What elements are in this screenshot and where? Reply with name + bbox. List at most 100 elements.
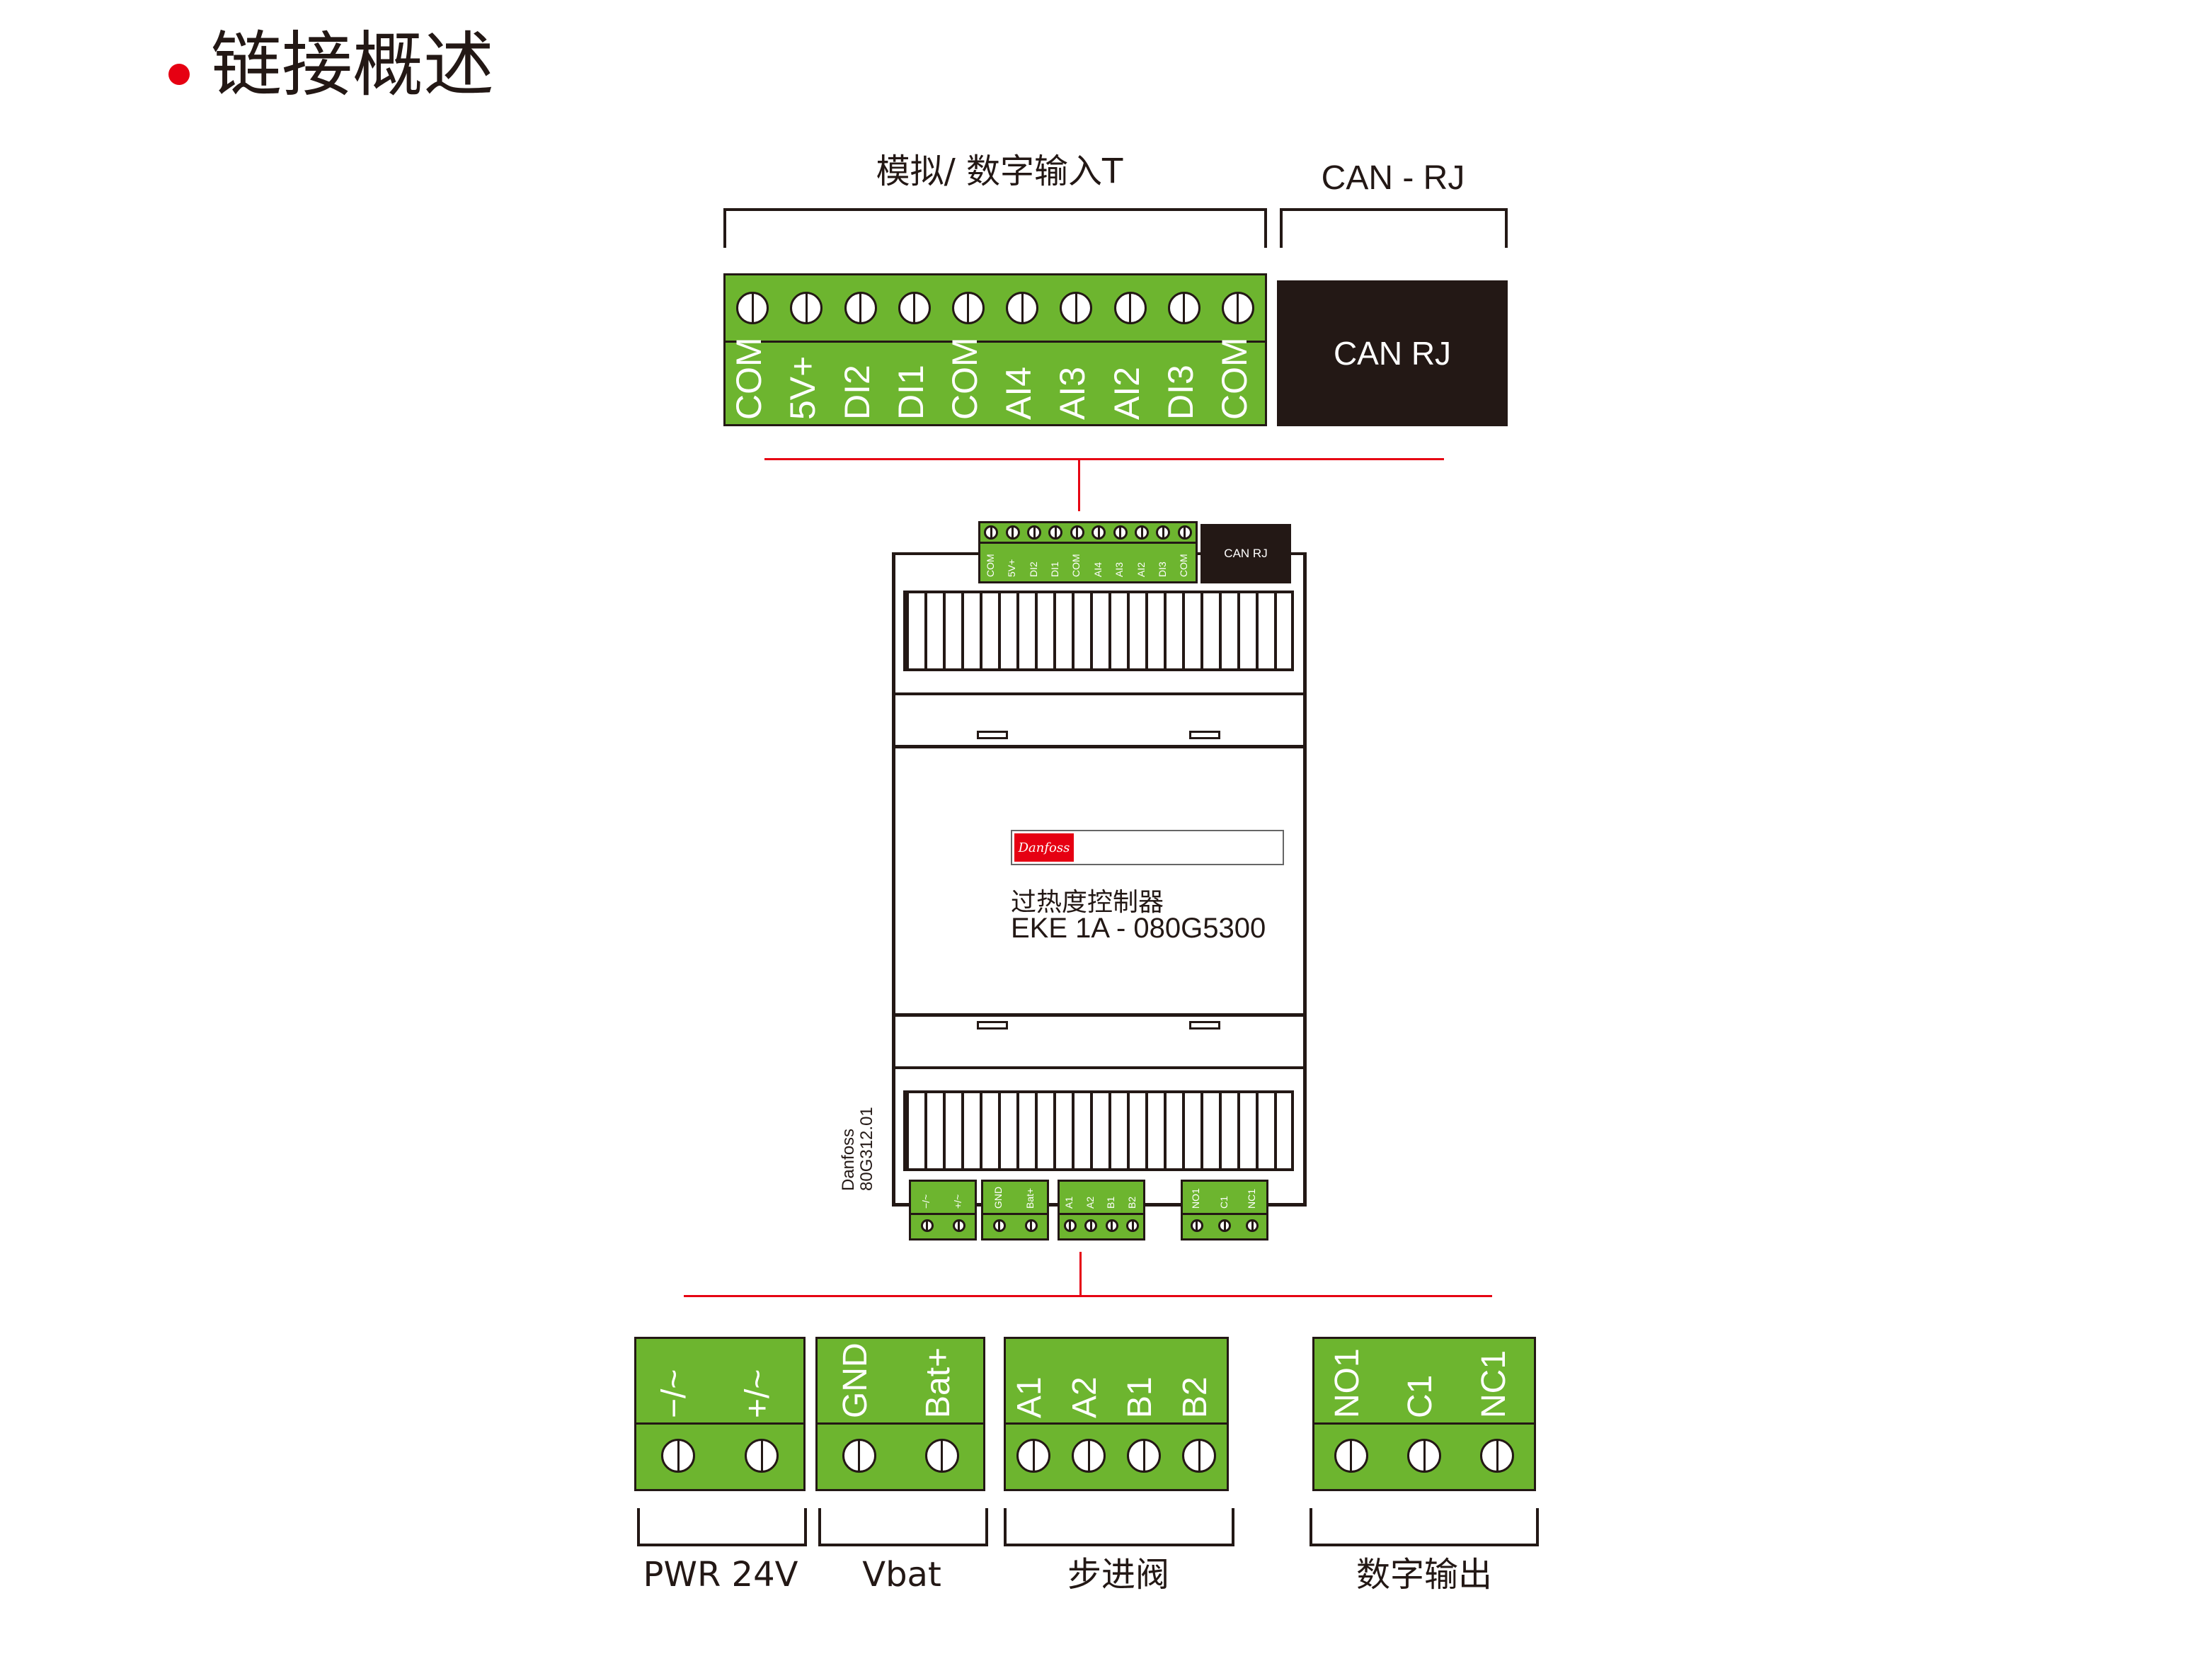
terminal-label: COM <box>944 337 985 420</box>
device-name: 过热度控制器 <box>1011 888 1164 917</box>
terminal-divider <box>636 1422 803 1425</box>
top-connector-stem <box>1078 459 1080 511</box>
danfoss-logo: Danfoss <box>1014 833 1074 862</box>
terminal-label: NC1 <box>1245 1188 1257 1209</box>
terminal-label: DI3 <box>1160 365 1200 420</box>
terminal-screw-icon <box>1113 292 1147 324</box>
terminal-label: A2 <box>1066 1376 1104 1418</box>
terminal-screw-icon <box>1006 292 1039 324</box>
terminal-label: 5V+ <box>1006 559 1018 577</box>
terminal-screw-icon <box>1156 525 1171 540</box>
can-rj-text: CAN RJ <box>1333 335 1452 372</box>
divider <box>892 1066 1307 1069</box>
device-can-rj: CAN RJ <box>1200 524 1291 583</box>
terminal-label: AI2 <box>1106 366 1147 420</box>
group-label: 步进阀 <box>1067 1555 1170 1595</box>
terminal-screw-icon <box>1246 1219 1259 1232</box>
terminal-label: COM <box>1070 554 1082 577</box>
terminal-label: C1 <box>1217 1196 1230 1209</box>
bottom-connector-line <box>684 1295 1492 1297</box>
terminal-label: COM <box>984 554 996 577</box>
terminal-screw-icon <box>1060 292 1093 324</box>
terminal-screw-icon <box>1063 1219 1077 1232</box>
terminal-screw-icon <box>1480 1439 1515 1473</box>
terminal-divider <box>1060 1213 1143 1215</box>
terminal-screw-icon <box>745 1439 779 1473</box>
terminal-label: AI4 <box>999 366 1039 420</box>
terminal-label: AI2 <box>1135 561 1147 577</box>
terminal-label: COM <box>1214 337 1254 420</box>
device-can-rj-text: CAN RJ <box>1224 547 1268 560</box>
terminal-divider <box>1183 1213 1266 1215</box>
terminal-label: 5V+ <box>783 355 823 420</box>
group-label: PWR 24V <box>643 1555 798 1595</box>
analog-digital-input-label: 模拟/ 数字输入T <box>876 152 1123 191</box>
terminal-screw-icon <box>1167 292 1200 324</box>
terminal-label: B1 <box>1121 1376 1159 1418</box>
terminal-screw-icon <box>1407 1439 1441 1473</box>
terminal-label: DI2 <box>1027 561 1039 577</box>
terminal-screw-icon <box>736 292 769 324</box>
terminal-screw-icon <box>842 1439 876 1473</box>
terminal-screw-icon <box>790 292 823 324</box>
terminal-screw-icon <box>992 1219 1006 1232</box>
terminal-screw-icon <box>951 292 985 324</box>
clip-slot <box>1189 1021 1220 1030</box>
terminal-divider <box>1314 1422 1534 1425</box>
terminal-screw-icon <box>1005 525 1020 540</box>
terminal-label: COM <box>1178 554 1190 577</box>
terminal-screw-icon <box>1016 1439 1050 1473</box>
terminal-label: B1 <box>1105 1196 1117 1209</box>
terminal-label: Bat+ <box>1024 1187 1036 1209</box>
terminal-screw-icon <box>1127 1439 1161 1473</box>
terminal-screw-icon <box>1024 1219 1038 1232</box>
top-connector-line <box>764 458 1444 460</box>
terminal-label: Bat+ <box>919 1347 957 1418</box>
terminal-screw-icon <box>844 292 877 324</box>
bottom-connector-stem <box>1079 1252 1082 1296</box>
terminal-screw-icon <box>1182 1439 1216 1473</box>
bottom-vent-fins <box>903 1090 1294 1171</box>
terminal-label: −/~ <box>655 1369 694 1418</box>
terminal-screw-icon <box>1177 525 1192 540</box>
terminal-screw-icon <box>898 292 931 324</box>
terminal-screw-icon <box>1190 1219 1203 1232</box>
terminal-label: DI1 <box>890 365 931 420</box>
terminal-label: DI1 <box>1049 561 1060 577</box>
terminal-screw-icon <box>1221 292 1254 324</box>
terminal-label: NO1 <box>1328 1348 1366 1418</box>
logo-label: Danfoss <box>1011 830 1284 865</box>
terminal-screw-icon <box>1048 525 1063 540</box>
group-bracket <box>818 1508 988 1546</box>
clip-slot <box>977 1021 1008 1030</box>
terminal-screw-icon <box>1091 525 1106 540</box>
group-bracket <box>1310 1508 1539 1546</box>
can-rj-connector: CAN RJ <box>1277 280 1508 426</box>
side-brand: Danfoss <box>839 1128 858 1191</box>
terminal-label: AI3 <box>1113 561 1125 577</box>
terminal-divider <box>818 1422 983 1425</box>
terminal-screw-icon <box>924 1439 959 1473</box>
terminal-divider <box>983 1213 1047 1215</box>
terminal-divider <box>980 542 1196 544</box>
terminal-screw-icon <box>1113 525 1128 540</box>
terminal-screw-icon <box>1084 1219 1098 1232</box>
terminal-screw-icon <box>920 1219 934 1232</box>
clip-slot <box>1189 731 1220 739</box>
terminal-screw-icon <box>661 1439 695 1473</box>
clip-slot <box>977 731 1008 739</box>
terminal-label: A1 <box>1011 1376 1049 1418</box>
divider <box>892 692 1307 695</box>
terminal-screw-icon <box>1105 1219 1118 1232</box>
terminal-label: B2 <box>1176 1376 1215 1418</box>
device-model: EKE 1A - 080G5300 <box>1011 913 1266 944</box>
can-bracket <box>1280 208 1508 248</box>
terminal-label: AI4 <box>1091 561 1104 577</box>
terminal-screw-icon <box>1135 525 1149 540</box>
terminal-divider <box>911 1213 975 1215</box>
group-bracket <box>1004 1508 1234 1546</box>
